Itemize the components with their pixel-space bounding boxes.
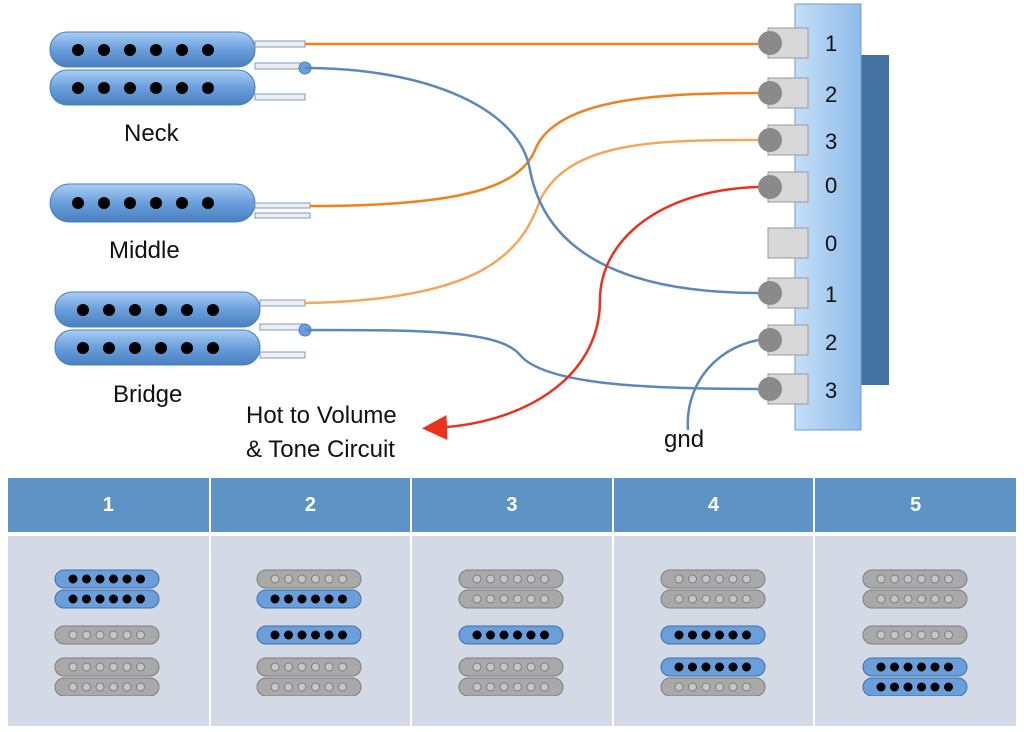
label-neck: Neck xyxy=(124,120,179,147)
label-hot-line2: & Tone Circuit xyxy=(246,436,395,463)
mini-coil-neck-bottom xyxy=(458,589,564,609)
lug-3b xyxy=(758,373,809,405)
mini-coil-middle xyxy=(660,625,766,645)
mini-coil-bridge-top xyxy=(458,657,564,677)
mini-coil-neck-top xyxy=(660,569,766,589)
wire-middle-hot xyxy=(309,91,759,208)
neck-pickup xyxy=(49,31,312,106)
mini-coil-neck-bottom xyxy=(862,589,968,609)
position-pickups-5 xyxy=(862,569,968,696)
position-header: 4 xyxy=(612,478,816,536)
wiring-svg xyxy=(49,3,889,440)
mini-coil-neck-top xyxy=(54,569,160,589)
position-cell xyxy=(411,534,614,726)
position-header: 2 xyxy=(209,478,413,536)
terminal-label: 2 xyxy=(825,82,838,107)
mini-coil-bridge-bottom xyxy=(256,677,362,696)
switch-position-table: 1 2 3 4 5 xyxy=(8,478,1016,726)
mini-coil-bridge-bottom xyxy=(660,677,766,696)
terminal-label: 3 xyxy=(825,378,838,403)
mini-coil-bridge-top xyxy=(862,657,968,677)
wire-neck-link xyxy=(304,66,759,295)
wires xyxy=(304,42,759,440)
terminal-label: 1 xyxy=(825,31,838,56)
terminal-label: 2 xyxy=(825,330,838,355)
mini-coil-bridge-bottom xyxy=(54,677,160,696)
lug-1b xyxy=(758,277,809,309)
position-cell xyxy=(814,534,1016,726)
lug-3a xyxy=(758,124,809,156)
mini-coil-neck-top xyxy=(256,569,362,589)
position-pickups-3 xyxy=(458,569,564,696)
mini-coil-bridge-bottom xyxy=(862,677,968,696)
label-hot-line1: Hot to Volume xyxy=(246,402,397,429)
switch-lugs xyxy=(758,27,809,405)
position-pickups-1 xyxy=(54,569,160,696)
position-cell xyxy=(209,534,413,726)
lug-0a xyxy=(758,171,809,203)
mini-coil-middle xyxy=(458,625,564,645)
lug-2b xyxy=(758,324,809,356)
terminal-label: 0 xyxy=(825,173,838,198)
mini-coil-neck-top xyxy=(458,569,564,589)
position-header: 1 xyxy=(8,478,211,536)
mini-coil-bridge-bottom xyxy=(458,677,564,696)
label-gnd: gnd xyxy=(664,426,705,453)
wire-hot-out xyxy=(422,185,759,440)
bridge-pickup xyxy=(54,291,312,366)
label-middle: Middle xyxy=(109,237,180,264)
lug-1a xyxy=(758,27,809,59)
position-cell xyxy=(612,534,816,726)
mini-coil-middle xyxy=(862,625,968,645)
lug-2a xyxy=(758,77,809,109)
position-header: 5 xyxy=(814,478,1016,536)
position-header: 3 xyxy=(411,478,614,536)
lug-0b xyxy=(767,227,809,259)
switch-body xyxy=(794,3,862,431)
mini-coil-neck-top xyxy=(862,569,968,589)
terminal-label: 0 xyxy=(825,231,838,256)
wiring-diagram: Neck Middle Bridge Hot to Volume & Tone … xyxy=(49,3,889,463)
wire-bridge-link xyxy=(304,328,759,391)
wire-bridge-hot xyxy=(304,138,759,305)
terminal-label: 3 xyxy=(825,129,838,154)
middle-pickup xyxy=(49,183,311,223)
label-bridge: Bridge xyxy=(113,381,183,408)
mini-coil-neck-bottom xyxy=(54,589,160,609)
mini-coil-bridge-top xyxy=(54,657,160,677)
mini-coil-neck-bottom xyxy=(660,589,766,609)
mini-coil-middle xyxy=(256,625,362,645)
position-pickups-4 xyxy=(660,569,766,696)
mini-coil-neck-bottom xyxy=(256,589,362,609)
terminal-label: 1 xyxy=(825,282,838,307)
mini-coil-bridge-top xyxy=(256,657,362,677)
position-pickups-2 xyxy=(256,569,362,696)
position-cell xyxy=(8,534,211,726)
mini-coil-bridge-top xyxy=(660,657,766,677)
mini-coil-middle xyxy=(54,625,160,645)
wire-gnd xyxy=(686,338,759,431)
